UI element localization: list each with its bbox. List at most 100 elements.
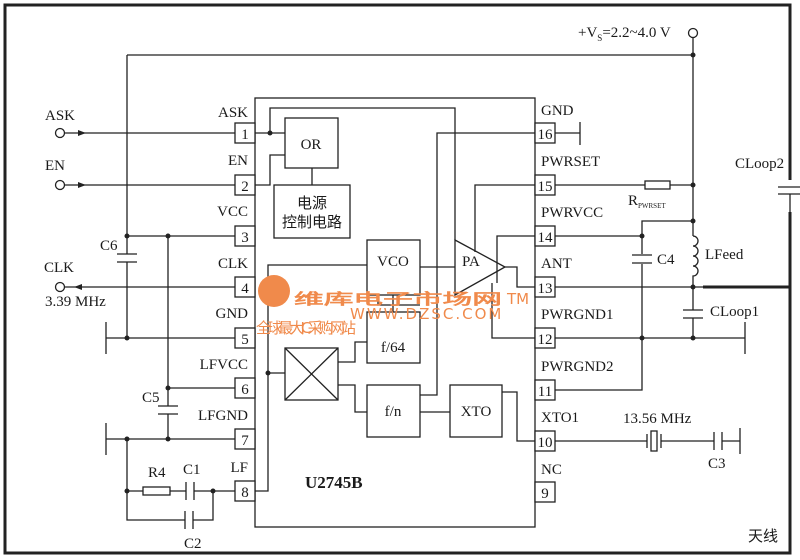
- pin-4: 4 CLK: [218, 256, 256, 298]
- svg-text:3: 3: [241, 230, 249, 246]
- svg-text:11: 11: [538, 384, 552, 400]
- c1-capacitor: [185, 482, 195, 500]
- cloop1-label: CLoop1: [710, 304, 759, 320]
- c1-label: C1: [183, 462, 201, 478]
- vs-terminal: [687, 27, 699, 39]
- cloop2-capacitor: [778, 186, 800, 212]
- clk-label: CLK: [44, 260, 74, 276]
- pin-13: 13 ANT: [534, 256, 572, 298]
- watermark-brand: 维库电子市场网: [294, 290, 502, 308]
- svg-text:2: 2: [241, 179, 249, 195]
- svg-text:6: 6: [241, 382, 249, 398]
- svg-text:10: 10: [538, 435, 553, 451]
- svg-text:VCC: VCC: [217, 204, 248, 220]
- svg-text:NC: NC: [541, 462, 562, 478]
- rpwrset-label: RPWRSET: [628, 193, 666, 210]
- vco-label: VCO: [377, 254, 409, 270]
- pin-16: 16 GND: [534, 103, 574, 144]
- pin-12: 12 PWRGND1: [534, 307, 614, 349]
- svg-text:GND: GND: [541, 103, 574, 119]
- watermark-logo-icon: [258, 275, 290, 307]
- r4-label: R4: [148, 465, 166, 481]
- cloop2-label: CLoop2: [735, 156, 784, 172]
- fn-divider-block: [366, 384, 421, 438]
- c3-label: C3: [708, 456, 726, 472]
- pin-6: 6 LFVCC: [200, 357, 256, 399]
- watermark-slogan: 全 球 最 大 I C 采 购 网 站: [256, 319, 356, 337]
- svg-text:ANT: ANT: [541, 256, 572, 272]
- pin-5: 5 GND: [216, 306, 256, 349]
- ask-label: ASK: [45, 108, 75, 124]
- lfeed-inductor: [692, 235, 699, 287]
- c2-label: C2: [184, 536, 202, 552]
- pin-9: 9 NC: [534, 462, 562, 503]
- svg-text:1: 1: [241, 127, 249, 143]
- c3-capacitor: [713, 432, 723, 450]
- power-control-label-1: 电源: [297, 195, 327, 212]
- fn-label: f/n: [385, 404, 402, 420]
- c4-capacitor: [630, 254, 654, 264]
- svg-text:LFGND: LFGND: [198, 408, 248, 424]
- f64-label: f/64: [381, 340, 406, 356]
- vco-block: [366, 239, 421, 296]
- pin-14: 14 PWRVCC: [534, 205, 603, 247]
- lfeed-label: LFeed: [705, 247, 744, 263]
- pin-15: 15 PWRSET: [534, 154, 600, 196]
- svg-text:CLK: CLK: [218, 256, 248, 272]
- svg-text:4: 4: [241, 281, 249, 297]
- svg-text:GND: GND: [216, 306, 249, 322]
- en-terminal: [54, 179, 66, 191]
- c6-capacitor: [117, 253, 137, 263]
- svg-text:PWRGND1: PWRGND1: [541, 307, 614, 323]
- svg-text:15: 15: [538, 179, 553, 195]
- antenna-loop: [3, 3, 792, 555]
- f64-divider-block: [366, 311, 421, 364]
- left-pins: 1 ASK 2 EN 3 VCC 4 CLK 5 GND 6 LFVCC 7 LFGND 8 L…: [198, 105, 256, 502]
- svg-text:14: 14: [538, 230, 554, 246]
- crystal-label: 13.56 MHz: [623, 411, 692, 427]
- power-control-label-2: 控制电路: [282, 214, 342, 231]
- svg-text:ASK: ASK: [218, 105, 248, 121]
- svg-text:7: 7: [241, 433, 249, 449]
- phase-detector-block: [284, 347, 339, 401]
- dzsc-watermark: 维库电子市场网 TM WWW.DZSC.COM 全 球 最 大 I C 采 购 …: [256, 275, 529, 337]
- pin-1: 1 ASK: [218, 105, 256, 144]
- xto-label: XTO: [461, 404, 492, 420]
- svg-text:12: 12: [538, 332, 553, 348]
- pa-label: PA: [462, 254, 480, 270]
- crystal-13-56mhz: [646, 430, 662, 452]
- svg-text:13: 13: [538, 281, 553, 297]
- clk-frequency: 3.39 MHz: [45, 294, 106, 310]
- clk-terminal: [54, 281, 66, 293]
- supply-label: +VS=2.2~4.0 V: [578, 25, 671, 43]
- c4-label: C4: [657, 252, 675, 268]
- svg-text:16: 16: [538, 127, 554, 143]
- rpwrset-resistor: [644, 180, 671, 190]
- ic-name: U2745B: [305, 473, 363, 492]
- watermark-url: WWW.DZSC.COM: [350, 305, 503, 323]
- pin-11: 11 PWRGND2: [534, 359, 614, 401]
- ask-terminal: [54, 127, 66, 139]
- svg-text:PWRSET: PWRSET: [541, 154, 600, 170]
- pin-3: 3 VCC: [217, 204, 256, 247]
- svg-text:PWRVCC: PWRVCC: [541, 205, 603, 221]
- c5-label: C5: [142, 390, 160, 406]
- svg-text:PWRGND2: PWRGND2: [541, 359, 614, 375]
- en-label: EN: [45, 158, 65, 174]
- c6-label: C6: [100, 238, 118, 254]
- xto-block: [449, 384, 503, 438]
- svg-text:LF: LF: [230, 460, 248, 476]
- svg-text:LFVCC: LFVCC: [200, 357, 248, 373]
- or-label: OR: [301, 137, 322, 153]
- svg-text:8: 8: [241, 485, 249, 501]
- r4-resistor: [142, 486, 171, 496]
- svg-text:5: 5: [241, 332, 249, 348]
- svg-text:9: 9: [541, 486, 549, 502]
- power-control-block: [273, 184, 351, 239]
- c2-capacitor: [184, 511, 194, 529]
- svg-text:EN: EN: [228, 153, 248, 169]
- pin-8: 8 LF: [230, 460, 256, 502]
- cloop1-capacitor: [683, 309, 703, 319]
